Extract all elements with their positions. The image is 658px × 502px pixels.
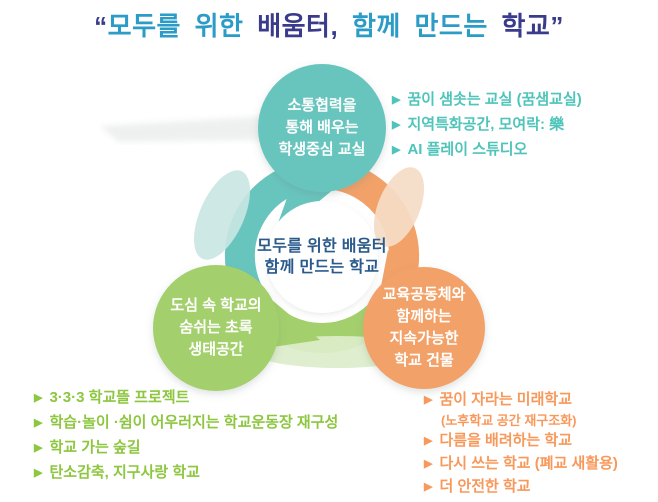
title-open-quote: “ [94, 11, 108, 41]
right-circle-shape [363, 267, 485, 389]
right-circle-label: 교육공동체와 함께하는 지속가능한 학교 건물 [344, 284, 504, 372]
list-item-text: 다름을 배려하는 학교 [439, 432, 573, 449]
list-item-text: AI 플레이 스튜디오 [407, 141, 528, 158]
center-line: 모두를 위한 배움터 [257, 238, 387, 255]
title-close-quote: ” [550, 11, 564, 41]
right-circle-line: 학교 건물 [394, 352, 454, 369]
left-circle-line: 숨쉬는 초록 [179, 319, 253, 336]
list-item: ▶ 3·3·3 학교뜰 프로젝트 [34, 386, 338, 411]
right-circle-line: 함께하는 [396, 308, 452, 325]
right-circle-line: 교육공동체와 [382, 286, 466, 303]
list-item-text: 지역특화공간, 모여락: 樂 [407, 116, 565, 133]
bullet-icon: ▶ [34, 442, 43, 454]
list-item: ▶ 학습·놀이 ·쉼이 어우러지는 학교운동장 재구성 [34, 411, 338, 436]
title-segment-3: 함께 만드는 [351, 11, 502, 41]
top-circle-line: 통해 배우는 [285, 119, 359, 136]
bullet-icon: ▶ [392, 144, 401, 156]
bullet-icon: ▶ [34, 392, 43, 404]
list-item-text: 다시 쓰는 학교 (폐교 새활용) [439, 455, 618, 472]
list-item: ▶ 탄소감축, 지구사랑 학교 [34, 461, 338, 486]
list-item: ▶ 지역특화공간, 모여락: 樂 [392, 113, 582, 138]
bullet-icon: ▶ [34, 467, 43, 479]
petal-light-orange [373, 167, 425, 247]
page-title: “모두를 위한 배움터, 함께 만드는 학교” [0, 6, 658, 43]
list-item: ▶ 꿈이 샘솟는 교실 (꿈샘교실) [392, 88, 582, 113]
list-item: ▶ 학교 가는 숲길 [34, 436, 338, 461]
top-circle-label: 소통협력을 통해 배우는 학생중심 교실 [242, 95, 402, 161]
right-circle-line: 지속가능한 [389, 330, 459, 347]
list-item: ▶ AI 플레이 스튜디오 [392, 138, 582, 163]
petal-light-teal [193, 170, 251, 260]
top-circle-shape [258, 64, 386, 192]
list-item-text: 3·3·3 학교뜰 프로젝트 [49, 389, 190, 406]
list-item-text: 꿈이 자라는 미래학교 [439, 391, 573, 408]
left-circle-line: 도심 속 학교의 [170, 297, 262, 314]
list-item-text: 학교 가는 숲길 [49, 439, 141, 456]
left-circle-label: 도심 속 학교의 숨쉬는 초록 생태공간 [136, 295, 296, 361]
classroom-feature-list: ▶ 꿈이 샘솟는 교실 (꿈샘교실) ▶ 지역특화공간, 모여락: 樂 ▶ AI 플레… [392, 88, 582, 163]
title-segment-4: 학교 [501, 11, 551, 41]
bullet-icon: ▶ [424, 394, 433, 406]
left-circle-shape [153, 265, 279, 391]
bullet-icon: ▶ [392, 94, 401, 106]
bullet-icon: ▶ [424, 458, 433, 470]
shadow-streak [100, 116, 268, 142]
list-item-text: 더 안전한 학교 [439, 478, 531, 495]
list-item: ▶ 다름을 배려하는 학교 [424, 430, 618, 453]
list-item-text: 꿈이 샘솟는 교실 (꿈샘교실) [407, 91, 582, 108]
bullet-icon: ▶ [34, 417, 43, 429]
left-circle-line: 생태공간 [188, 341, 244, 358]
list-item: ▶ 다시 쓰는 학교 (폐교 새활용) [424, 453, 618, 476]
top-circle-line: 소통협력을 [287, 97, 357, 114]
school-building-feature-list: ▶ 꿈이 자라는 미래학교 (노후학교 공간 재구조화) ▶ 다름을 배려하는 학교… [424, 389, 618, 499]
bullet-icon: ▶ [392, 119, 401, 131]
list-item: ▶ 꿈이 자라는 미래학교 [424, 389, 618, 412]
center-circle-label: 모두를 위한 배움터 함께 만드는 학교 [227, 236, 417, 278]
list-item-subtext: (노후학교 공간 재구조화) [441, 413, 577, 428]
list-item-text: 학습·놀이 ·쉼이 어우러지는 학교운동장 재구성 [49, 414, 339, 431]
center-circle-shape [266, 201, 378, 313]
list-item: ▶ 더 안전한 학교 [424, 476, 618, 499]
bullet-icon: ▶ [424, 435, 433, 447]
eco-space-feature-list: ▶ 3·3·3 학교뜰 프로젝트 ▶ 학습·놀이 ·쉼이 어우러지는 학교운동장 재… [34, 386, 338, 486]
left-circle-tail [266, 300, 320, 348]
title-segment-1: 모두를 위한 [107, 11, 258, 41]
top-circle-line: 학생중심 교실 [278, 141, 366, 158]
center-line: 함께 만드는 학교 [264, 259, 380, 276]
bullet-icon: ▶ [424, 481, 433, 493]
list-item-text: 탄소감축, 지구사랑 학교 [49, 464, 200, 481]
title-segment-2: 배움터, [257, 11, 352, 41]
